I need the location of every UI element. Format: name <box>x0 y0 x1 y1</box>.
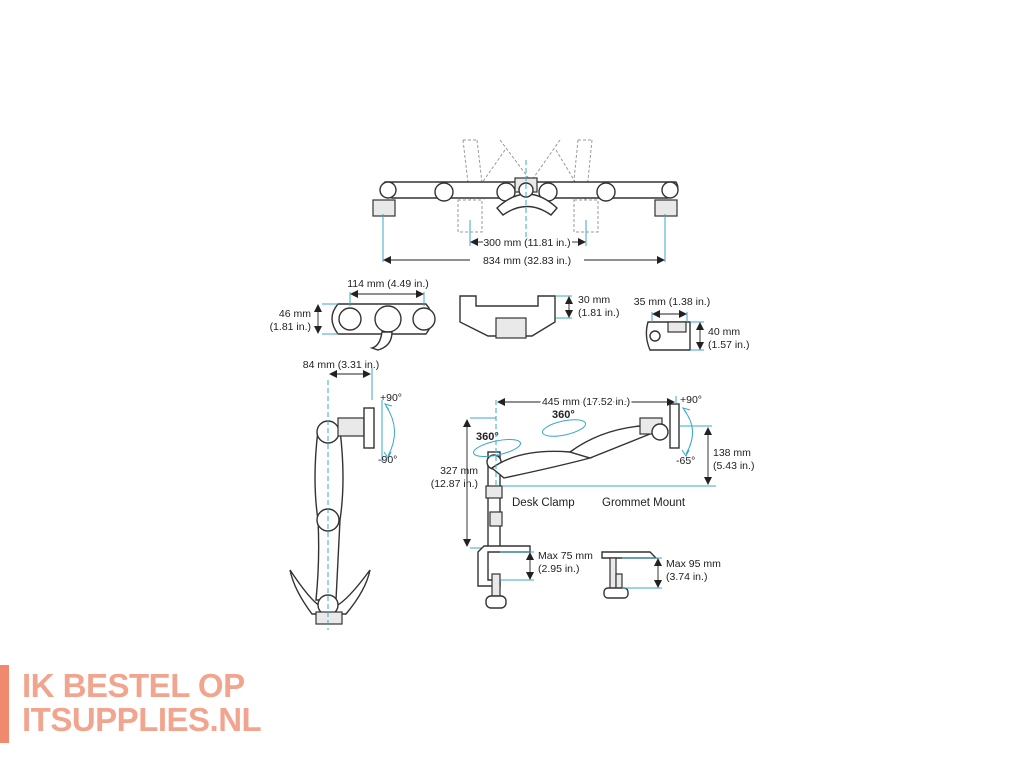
angle-tilt-up-2: +90° <box>680 394 702 406</box>
hub-part: 114 mm (4.49 in.) 46 mm (1.81 in.) <box>270 278 436 351</box>
angle-rotation-2: 360° <box>552 409 575 421</box>
dim-clamp-max-in: (2.95 in.) <box>538 563 579 575</box>
dim-cap-height-in: (1.57 in.) <box>708 339 749 351</box>
dim-hub-height-mm: 46 mm <box>279 308 311 320</box>
dim-overall-width: 834 mm (32.83 in.) <box>483 255 571 267</box>
dim-grommet-max-mm: Max 95 mm <box>666 558 721 570</box>
brand-line-2: ITSUPPLIES.NL <box>22 701 262 738</box>
brand-accent-bar <box>0 665 9 743</box>
dim-pole-height-mm: 327 mm <box>440 465 478 477</box>
dim-clamp-max-mm: Max 75 mm <box>538 550 593 562</box>
dim-bracket-height-mm: 30 mm <box>578 294 610 306</box>
cap-part: 35 mm (1.38 in.) 40 mm (1.57 in.) <box>634 296 750 351</box>
dim-bracket-height-in: (1.81 in.) <box>578 307 619 319</box>
side-view-arm: 84 mm (3.31 in.) +90° -90° <box>289 359 402 630</box>
front-view-arm: 360° 360° 445 mm (17.52 in.) +90° -65° 1… <box>431 394 754 549</box>
dim-tilt-height-mm: 138 mm <box>713 447 751 459</box>
top-view-dual-arm: 300 mm (11.81 in.) 834 mm (32.83 in.) <box>372 139 679 267</box>
dim-cap-width: 35 mm (1.38 in.) <box>634 296 710 308</box>
dim-side-offset: 84 mm (3.31 in.) <box>303 359 379 371</box>
dim-cap-height-mm: 40 mm <box>708 326 740 338</box>
angle-rotation-1: 360° <box>476 431 499 443</box>
caption-desk-clamp: Desk Clamp <box>512 497 575 509</box>
bracket-part: 30 mm (1.81 in.) <box>459 294 619 339</box>
caption-grommet-mount: Grommet Mount <box>602 497 686 509</box>
dim-tilt-height-in: (5.43 in.) <box>713 460 754 472</box>
dim-pole-height-in: (12.87 in.) <box>431 478 478 490</box>
dim-grommet-max-in: (3.74 in.) <box>666 571 707 583</box>
dim-center-spacing: 300 mm (11.81 in.) <box>483 237 570 249</box>
dim-hub-height-in: (1.81 in.) <box>270 321 311 333</box>
angle-tilt-up: +90° <box>380 392 402 404</box>
grommet-mount: Grommet Mount Max 95 mm (3.74 in.) <box>601 497 721 599</box>
angle-tilt-down-2: -65° <box>676 455 695 467</box>
brand-watermark: IK BESTEL OP ITSUPPLIES.NL <box>0 665 262 745</box>
dim-arm-reach: 445 mm (17.52 in.) <box>542 396 630 408</box>
desk-clamp: Desk Clamp Max 75 mm (2.95 in.) <box>477 497 593 609</box>
dim-hub-width: 114 mm (4.49 in.) <box>347 278 429 290</box>
brand-line-1: IK BESTEL OP <box>22 667 245 704</box>
angle-tilt-down: -90° <box>378 454 397 466</box>
